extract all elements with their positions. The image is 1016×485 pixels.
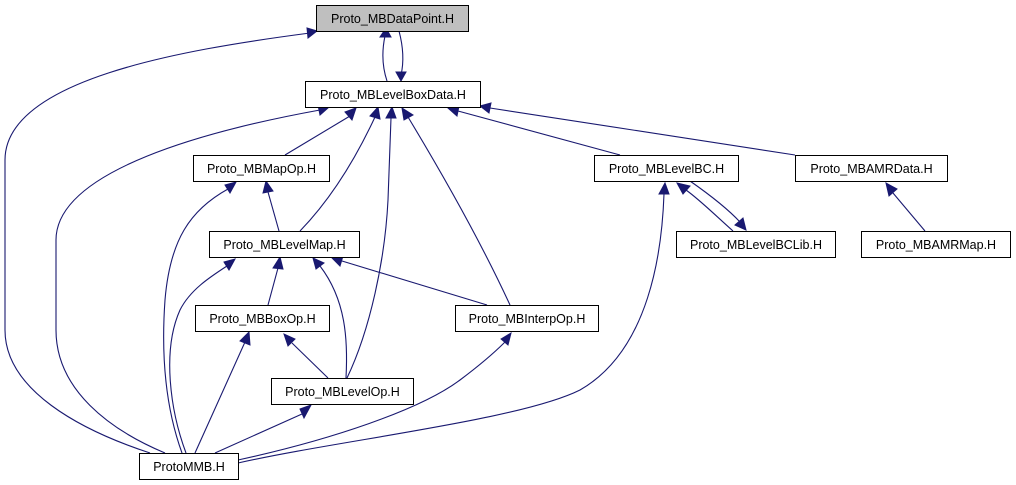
node-levelbc[interactable]: Proto_MBLevelBC.H <box>594 155 739 182</box>
node-levelboxdata[interactable]: Proto_MBLevelBoxData.H <box>305 81 481 108</box>
edge-protommb-to-boxop <box>194 330 251 454</box>
node-label: Proto_MBLevelBCLib.H <box>690 238 822 252</box>
edge-interpop-to-levelmap <box>330 255 488 306</box>
node-label: Proto_MBDataPoint.H <box>331 12 454 26</box>
node-label: Proto_MBAMRMap.H <box>876 238 996 252</box>
node-label: Proto_MBAMRData.H <box>810 162 932 176</box>
edge-amrdata-to-levelboxdata <box>478 102 796 156</box>
node-amrdata[interactable]: Proto_MBAMRData.H <box>795 155 948 182</box>
edge-levelop-to-boxop <box>283 333 329 379</box>
edge-boxop-to-levelmap <box>267 255 284 306</box>
edge-levelop-to-levelmap <box>312 257 348 379</box>
edge-protommb-to-interpop <box>237 331 512 461</box>
edge-protommb-to-levelmap <box>169 258 237 454</box>
node-label: Proto_MBLevelBC.H <box>609 162 724 176</box>
edge-levelbc-to-levelboxdata <box>446 105 621 156</box>
node-levelmap[interactable]: Proto_MBLevelMap.H <box>209 231 360 258</box>
edge-protommb-to-levelop <box>214 404 313 454</box>
edge-levelbclib-to-levelbc <box>676 182 734 232</box>
edge-amrmap-to-amrdata <box>885 182 926 232</box>
edge-levelbc-to-levelbclib <box>689 180 747 231</box>
node-interpop[interactable]: Proto_MBInterpOp.H <box>455 305 599 332</box>
edge-datapoint-to-levelboxdata <box>395 30 407 83</box>
node-label: Proto_MBMapOp.H <box>207 162 316 176</box>
edge-interpop-to-levelboxdata <box>401 106 511 306</box>
node-mapop[interactable]: Proto_MBMapOp.H <box>193 155 330 182</box>
edge-levelop-to-levelboxdata <box>346 105 397 379</box>
node-label: Proto_MBLevelBoxData.H <box>320 88 466 102</box>
edge-levelboxdata-to-datapoint <box>379 27 392 82</box>
node-label: Proto_MBLevelMap.H <box>223 238 345 252</box>
edge-levelmap-to-levelboxdata <box>299 105 381 232</box>
edge-mapop-to-levelboxdata <box>284 107 357 156</box>
edge-protommb-to-levelbc <box>237 181 670 464</box>
node-levelbclib[interactable]: Proto_MBLevelBCLib.H <box>676 231 836 258</box>
edge-levelmap-to-mapop <box>262 179 280 232</box>
edge-protommb-to-datapoint <box>4 27 319 454</box>
node-levelop[interactable]: Proto_MBLevelOp.H <box>271 378 414 405</box>
node-datapoint[interactable]: Proto_MBDataPoint.H <box>316 5 469 32</box>
node-label: Proto_MBLevelOp.H <box>285 385 400 399</box>
node-protommb[interactable]: ProtoMMB.H <box>139 453 239 480</box>
node-amrmap[interactable]: Proto_MBAMRMap.H <box>861 231 1011 258</box>
edge-protommb-to-mapop <box>163 181 238 454</box>
node-label: Proto_MBBoxOp.H <box>209 312 315 326</box>
node-boxop[interactable]: Proto_MBBoxOp.H <box>195 305 330 332</box>
node-label: Proto_MBInterpOp.H <box>469 312 586 326</box>
node-label: ProtoMMB.H <box>153 460 225 474</box>
